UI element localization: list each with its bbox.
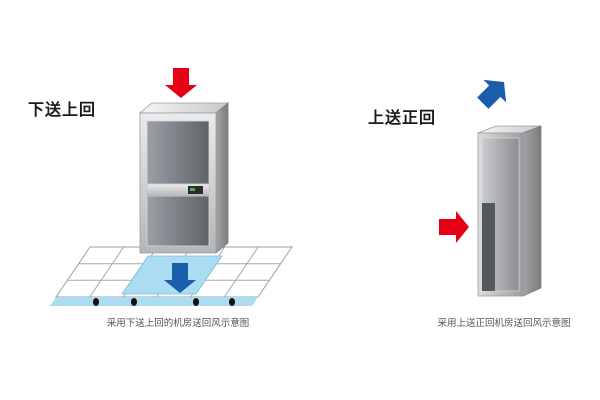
blue-down-arrow-icon (164, 263, 196, 293)
red-down-arrow-icon (165, 68, 197, 98)
red-right-arrow-icon (439, 211, 469, 243)
cabinet-door-panel (482, 203, 495, 291)
left-diagram-title: 下送上回 (28, 102, 97, 119)
left-diagram-art (50, 68, 293, 306)
right-diagram-caption: 采用上送正回机房送回风示意图 (437, 318, 571, 329)
underfloor-plenum (50, 297, 258, 306)
floor-support-feet (93, 298, 235, 306)
cabinet-display (188, 186, 203, 194)
right-diagram-art (439, 79, 542, 297)
server-cabinet-right (477, 125, 542, 297)
blue-up-right-arrow-icon (477, 79, 507, 109)
server-cabinet-left (138, 102, 230, 254)
right-diagram-title: 上送正回 (368, 110, 437, 127)
left-diagram-caption: 采用下送上回的机房送回风示意图 (106, 318, 250, 329)
